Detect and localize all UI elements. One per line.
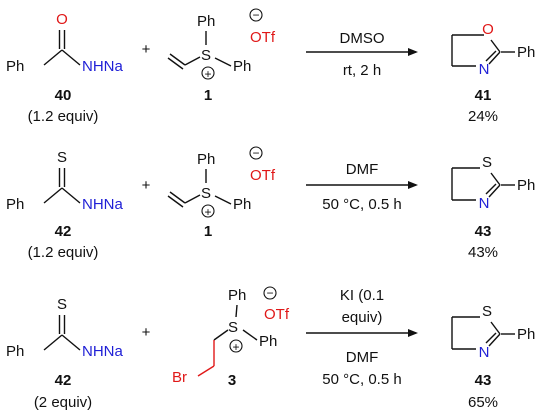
equiv-label: (1.2 equiv) [28, 108, 99, 125]
product-43: S N Ph 43 65% [451, 303, 535, 411]
positive-charge-circle [201, 66, 215, 80]
positive-charge: + [204, 205, 211, 219]
positive-charge: + [232, 340, 239, 354]
carbonyl-oxygen: O [56, 11, 68, 28]
plus-sign: + [142, 177, 151, 194]
negative-charge-circle [249, 146, 263, 160]
reactant-40: O Ph NHNa 40 (1.2 equiv) [6, 11, 123, 125]
positive-charge: + [204, 67, 211, 81]
compound-label: 42 [55, 372, 72, 389]
yield-label: 43% [468, 244, 498, 261]
phenyl-label: Ph [517, 44, 535, 61]
condition-solvent: DMSO [340, 30, 385, 47]
negative-charge-circle [249, 8, 263, 22]
ring-sulfur: S [482, 154, 492, 171]
plus-sign: + [142, 41, 151, 58]
bromine-label: Br [172, 369, 187, 386]
nhna-label: NHNa [82, 58, 123, 75]
ring-oxygen: O [482, 21, 494, 38]
sulfur-label: S [201, 47, 211, 64]
phenyl-label-right: Ph [233, 196, 251, 213]
compound-label: 1 [204, 87, 212, 104]
yield-label: 24% [468, 108, 498, 125]
equiv-label: (2 equiv) [34, 394, 92, 411]
condition-solvent: DMF [346, 349, 379, 366]
nhna-label: NHNa [82, 196, 123, 213]
reactant-42: S Ph NHNa 42 (2 equiv) [6, 296, 123, 411]
reactant-42: S Ph NHNa 42 (1.2 equiv) [6, 149, 123, 261]
negative-charge: − [252, 8, 259, 22]
sulfur-label: S [201, 185, 211, 202]
ring-nitrogen: N [479, 344, 490, 361]
reaction-arrow-1: DMSO rt, 2 h [306, 30, 418, 79]
triflate-label: OTf [250, 167, 276, 184]
reagent-1: Ph S Ph + − OTf 1 [167, 8, 276, 104]
product-41: O N Ph 41 24% [451, 21, 535, 125]
phenyl-label: Ph [6, 196, 24, 213]
phenyl-label: Ph [517, 326, 535, 343]
phenyl-label-right: Ph [259, 333, 277, 350]
condition-temp-time: rt, 2 h [343, 62, 381, 79]
phenyl-label: Ph [517, 177, 535, 194]
sulfur-label: S [228, 319, 238, 336]
condition-temp-time: 50 °C, 0.5 h [322, 196, 401, 213]
negative-charge-circle [263, 286, 277, 300]
negative-charge: − [252, 146, 259, 160]
reaction-arrow-3: KI (0.1 equiv) DMF 50 °C, 0.5 h [306, 287, 418, 388]
phenyl-label-top: Ph [197, 151, 215, 168]
compound-label: 43 [475, 372, 492, 389]
ring-nitrogen: N [479, 61, 490, 78]
phenyl-label-right: Ph [233, 58, 251, 75]
compound-label: 42 [55, 223, 72, 240]
ring-nitrogen: N [479, 195, 490, 212]
thiocarbonyl-sulfur: S [57, 296, 67, 313]
condition-additive: KI (0.1 [340, 287, 384, 304]
triflate-label: OTf [250, 29, 276, 46]
phenyl-label: Ph [6, 58, 24, 75]
positive-charge-circle [229, 339, 243, 353]
phenyl-label-top: Ph [228, 287, 246, 304]
reaction-row-3: S Ph NHNa 42 (2 equiv) + Ph S Ph Br + − … [6, 286, 535, 411]
reaction-row-1: O Ph NHNa 40 (1.2 equiv) + Ph S Ph + − O… [6, 8, 535, 125]
compound-label: 43 [475, 223, 492, 240]
reaction-arrow-2: DMF 50 °C, 0.5 h [306, 161, 418, 213]
ring-sulfur: S [482, 303, 492, 320]
nhna-label: NHNa [82, 343, 123, 360]
yield-label: 65% [468, 394, 498, 411]
equiv-label: (1.2 equiv) [28, 244, 99, 261]
positive-charge-circle [201, 204, 215, 218]
compound-label: 41 [475, 87, 492, 104]
condition-solvent: DMF [346, 161, 379, 178]
condition-temp-time: 50 °C, 0.5 h [322, 371, 401, 388]
reagent-1: Ph S Ph + − OTf 1 [167, 146, 276, 240]
plus-sign: + [142, 324, 151, 341]
triflate-label: OTf [264, 306, 290, 323]
compound-label: 40 [55, 87, 72, 104]
compound-label: 1 [204, 223, 212, 240]
reaction-row-2: S Ph NHNa 42 (1.2 equiv) + Ph S Ph + − O… [6, 146, 535, 261]
product-43: S N Ph 43 43% [451, 154, 535, 261]
negative-charge: − [266, 286, 273, 300]
reagent-3: Ph S Ph Br + − OTf 3 [172, 286, 290, 389]
phenyl-label-top: Ph [197, 13, 215, 30]
condition-additive-equiv: equiv) [342, 309, 383, 326]
thiocarbonyl-sulfur: S [57, 149, 67, 166]
phenyl-label: Ph [6, 343, 24, 360]
compound-label: 3 [228, 372, 236, 389]
